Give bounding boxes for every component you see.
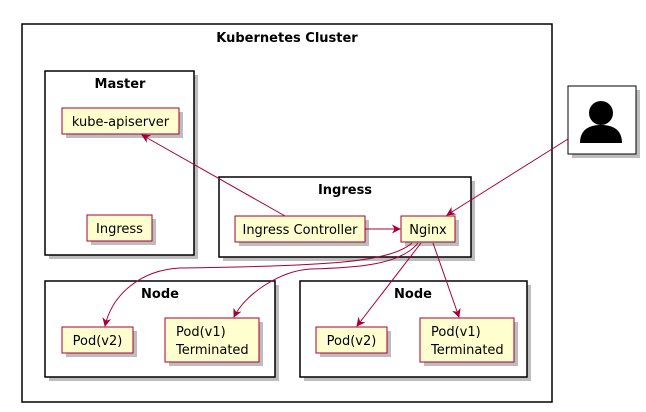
user-icon [580,101,622,143]
ingress-controller-node[interactable]: Ingress Controller [234,215,369,246]
edge-nginx-to-right-pod-v1 [432,242,461,318]
master-ingress-label: Ingress [96,222,143,237]
nginx-node[interactable]: Nginx [400,215,459,246]
node-right-terminated-label: Terminated [430,343,504,358]
node-right-pod-v1-terminated[interactable]: Pod(v1) Terminated [419,317,518,366]
kube-apiserver-label: kube-apiserver [72,115,170,130]
node-left-pod-v2[interactable]: Pod(v2) [61,326,137,357]
node-left-pod-v1-label: Pod(v1) [176,325,226,340]
node-left-pod-v2-label: Pod(v2) [73,334,123,349]
connectors [102,134,569,327]
cluster-title: Kubernetes Cluster [216,31,358,46]
master-ingress-node[interactable]: Ingress [86,214,156,245]
node-left-title: Node [141,287,179,302]
node-right-pod-v2-label: Pod(v2) [327,334,377,349]
node-right-pod-v1-label: Pod(v1) [431,325,481,340]
kube-apiserver-node[interactable]: kube-apiserver [61,107,183,138]
edge-nginx-to-right-pod-v2 [356,242,422,327]
nginx-label: Nginx [409,223,447,238]
master-frame: Master [44,70,198,259]
edge-nginx-to-left-pod-v1 [233,242,419,318]
node-right-title: Node [394,287,432,302]
edge-user-to-nginx [446,138,569,216]
node-left-terminated-label: Terminated [175,343,249,358]
node-right-pod-v2[interactable]: Pod(v2) [315,326,391,357]
ingress-controller-label: Ingress Controller [242,223,358,238]
user-actor[interactable] [567,85,640,158]
master-title: Master [95,77,146,92]
edge-nginx-to-left-pod-v2 [102,242,413,327]
node-left-pod-v1-terminated[interactable]: Pod(v1) Terminated [164,317,263,366]
ingress-title: Ingress [318,183,372,198]
edge-controller-to-apiserver [141,134,286,217]
